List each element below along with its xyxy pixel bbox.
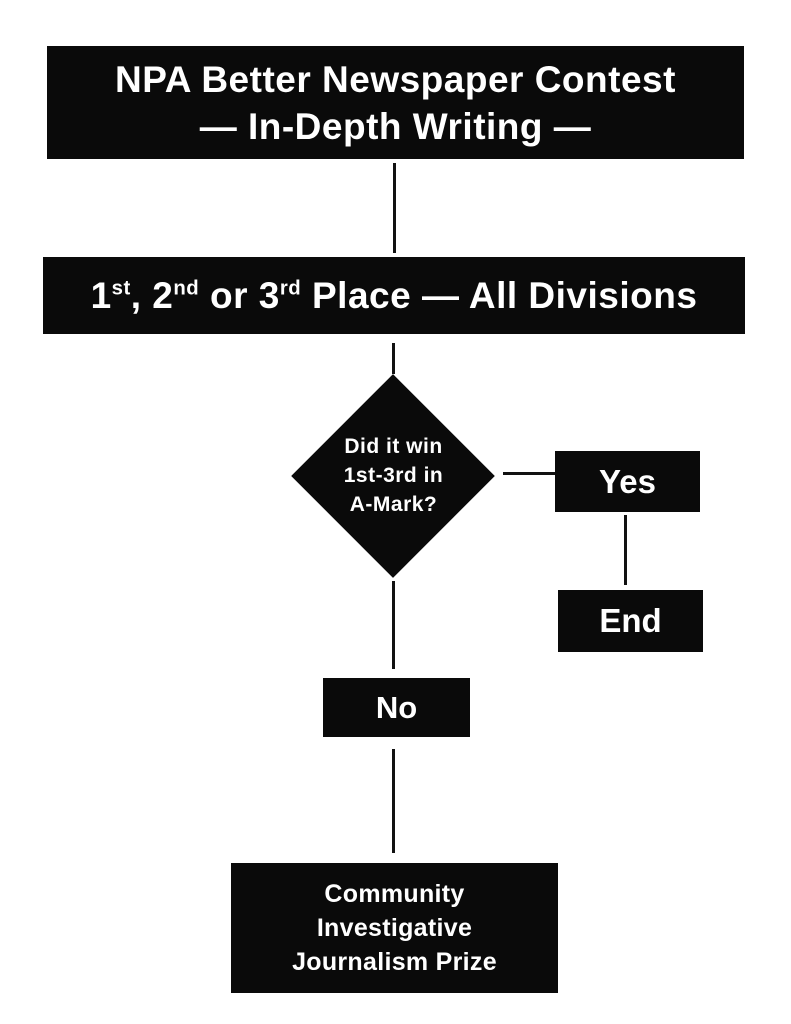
place-text-2: , 2: [130, 274, 174, 316]
prize-line-2: Investigative: [316, 914, 473, 942]
decision-line-1: Did it win: [344, 435, 443, 458]
place-sup-st: st: [111, 277, 131, 300]
title-line-1: NPA Better Newspaper Contest: [115, 58, 676, 100]
end-node: End: [558, 590, 703, 652]
prize-line-1: Community: [324, 880, 465, 908]
connector-place-decision: [392, 343, 395, 374]
yes-node: Yes: [555, 451, 700, 512]
place-text-4: Place — All Divisions: [301, 274, 698, 316]
place-sup-nd: nd: [173, 277, 200, 300]
no-label: No: [375, 689, 418, 725]
place-node: 1st, 2nd or 3rd Place — All Divisions: [43, 257, 745, 334]
place-sup-rd: rd: [279, 277, 302, 300]
connector-decision-no: [392, 581, 395, 669]
connector-decision-yes: [503, 472, 555, 475]
prize-node: Community Investigative Journalism Prize: [231, 863, 558, 993]
no-node: No: [323, 678, 470, 737]
title-line-2: — In-Depth Writing —: [199, 105, 592, 147]
end-label: End: [599, 602, 662, 639]
title-node: NPA Better Newspaper Contest — In-Depth …: [47, 46, 744, 159]
decision-line-3: A-Mark?: [349, 493, 438, 516]
prize-line-3: Journalism Prize: [292, 948, 497, 976]
connector-yes-end: [624, 515, 627, 585]
place-text-1: 1: [90, 274, 112, 316]
decision-line-2: 1st-3rd in: [343, 464, 444, 487]
yes-label: Yes: [599, 462, 656, 500]
place-label: 1st, 2nd or 3rd Place — All Divisions: [91, 275, 698, 317]
decision-text: Did it win 1st-3rd in A-Mark?: [303, 432, 484, 519]
connector-no-prize: [392, 749, 395, 853]
place-text-3: or 3: [199, 274, 280, 316]
connector-title-place: [393, 163, 396, 253]
